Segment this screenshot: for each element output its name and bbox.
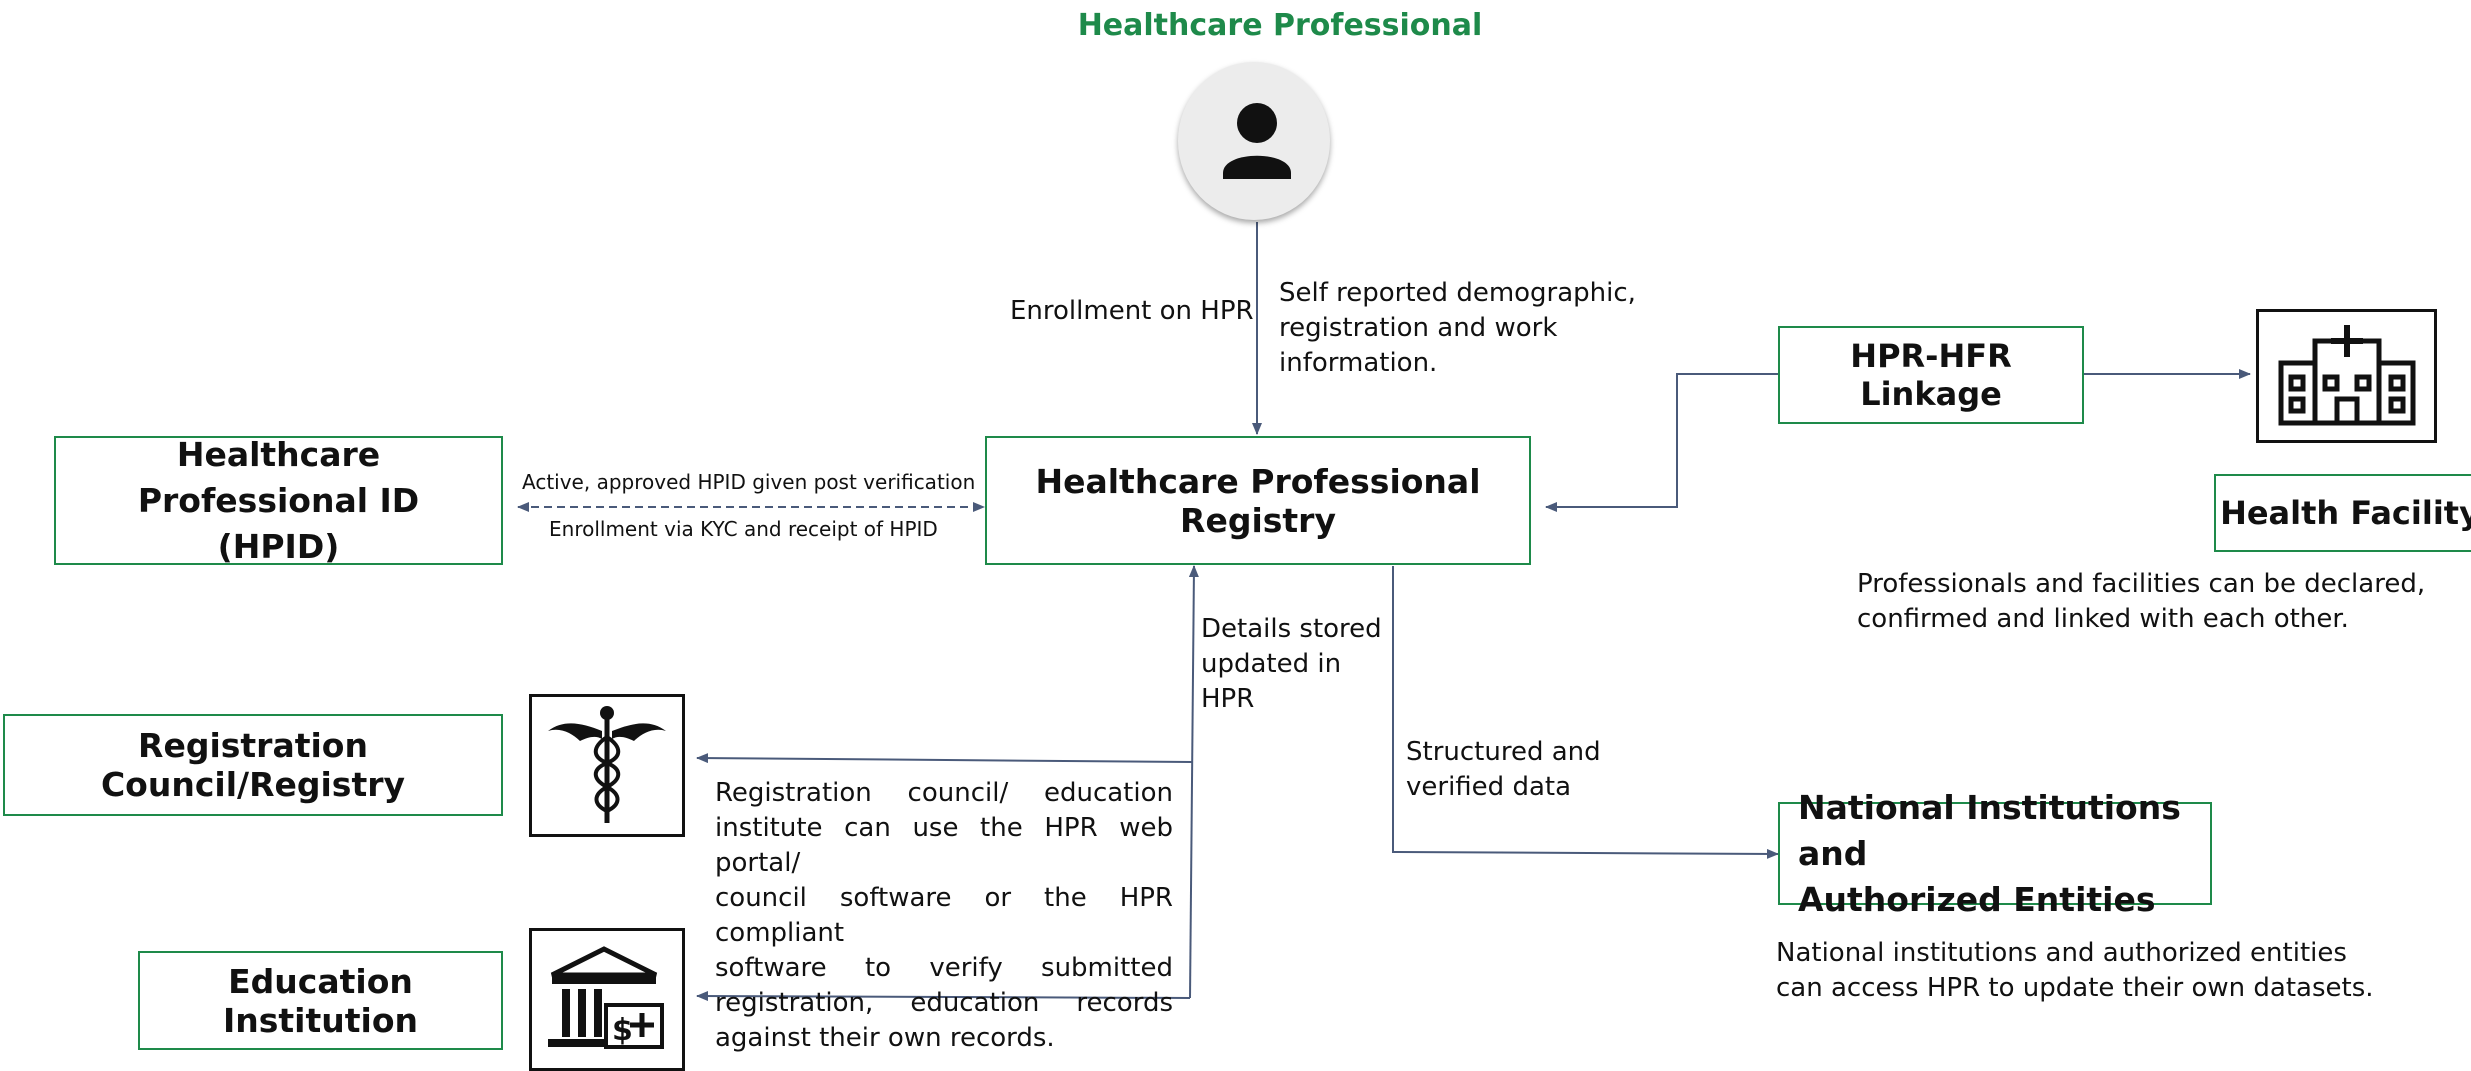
label-national-line-2: can access HPR to update their own datas… (1776, 973, 2374, 1003)
council-desc-line-3: council software or the HPR compliant (715, 883, 1173, 948)
hpid-label-line-2: (HPID) (217, 526, 340, 566)
person-icon (1223, 103, 1291, 179)
council-desc-line-5: registration, education records (715, 988, 1173, 1018)
arrow-registry-to-national (1392, 566, 1779, 859)
label-structured-data: Structured and verified data (1406, 735, 1601, 805)
facility-box[interactable]: Health Facility (2214, 474, 2471, 552)
label-enrollment: Enrollment on HPR (1010, 296, 1254, 326)
label-details-line-2: updated in (1201, 649, 1342, 679)
hospital-icon-box (2256, 309, 2437, 443)
label-facilities-line-2: confirmed and linked with each other. (1857, 604, 2349, 634)
national-box[interactable]: National Institutions and Authorized Ent… (1778, 788, 2212, 919)
label-self-reported-line-1: Self reported demographic, (1279, 278, 1636, 308)
council-description: Registration council/ education institut… (715, 776, 1173, 1056)
hospital-icon (2278, 325, 2415, 426)
arrow-to-education (696, 991, 1191, 1002)
avatar (1178, 62, 1330, 220)
svg-text:$: $ (612, 1013, 633, 1048)
linkage-box[interactable]: HPR-HFR Linkage (1778, 326, 2084, 424)
institution-icon-box: $ (529, 928, 685, 1071)
label-details-stored: Details stored updated in HPR (1201, 612, 1382, 717)
label-details-line-3: HPR (1201, 684, 1255, 714)
council-desc-line-1: Registration council/ education (715, 778, 1173, 808)
education-label: Education Institution (222, 961, 419, 1040)
label-details-line-1: Details stored (1201, 614, 1382, 644)
label-structured-line-2: verified data (1406, 772, 1572, 802)
council-desc-line-4: software to verify submitted (715, 953, 1173, 983)
label-structured-line-1: Structured and (1406, 737, 1601, 767)
label-facilities-desc: Professionals and facilities can be decl… (1857, 567, 2425, 637)
registry-box[interactable]: Healthcare Professional Registry (985, 436, 1531, 565)
hpid-label-line-1: Healthcare Professional ID (137, 434, 420, 520)
arrow-linkage-to-registry (1545, 373, 1778, 512)
label-facilities-line-1: Professionals and facilities can be decl… (1857, 569, 2426, 599)
national-label-line-2: Authorized Entities (1798, 879, 2156, 919)
national-label-line-1: National Institutions and (1798, 787, 2181, 873)
council-box[interactable]: Registration Council/Registry (3, 714, 503, 816)
caduceus-icon (548, 705, 666, 823)
institution-building-icon: $ (548, 945, 664, 1049)
registry-label: Healthcare Professional Registry (1035, 461, 1481, 540)
council-label: Registration Council/Registry (100, 726, 406, 804)
label-self-reported: Self reported demographic, registration … (1279, 276, 1636, 381)
education-box[interactable]: Education Institution (138, 951, 503, 1050)
caduceus-icon-box (529, 694, 685, 837)
hpid-box[interactable]: Healthcare Professional ID (HPID) (54, 435, 503, 566)
facility-label: Health Facility (2220, 494, 2471, 532)
label-self-reported-line-3: information. (1279, 348, 1438, 378)
label-national-line-1: National institutions and authorized ent… (1776, 938, 2347, 968)
label-active-hpid: Active, approved HPID given post verific… (522, 470, 976, 494)
council-desc-line-2: institute can use the HPR web portal/ (715, 813, 1173, 878)
national-label: National Institutions and Authorized Ent… (1798, 785, 2210, 923)
top-title: Healthcare Professional (1077, 8, 1483, 43)
arrow-to-council (696, 753, 1193, 764)
label-national-desc: National institutions and authorized ent… (1776, 936, 2374, 1006)
arrow-verification-to-registry (1188, 565, 1199, 999)
label-enrollment-kyc: Enrollment via KYC and receipt of HPID (549, 517, 938, 541)
council-desc-line-6: against their own records. (715, 1023, 1055, 1053)
label-self-reported-line-2: registration and work (1279, 313, 1558, 343)
linkage-label: HPR-HFR Linkage (1850, 337, 2012, 413)
